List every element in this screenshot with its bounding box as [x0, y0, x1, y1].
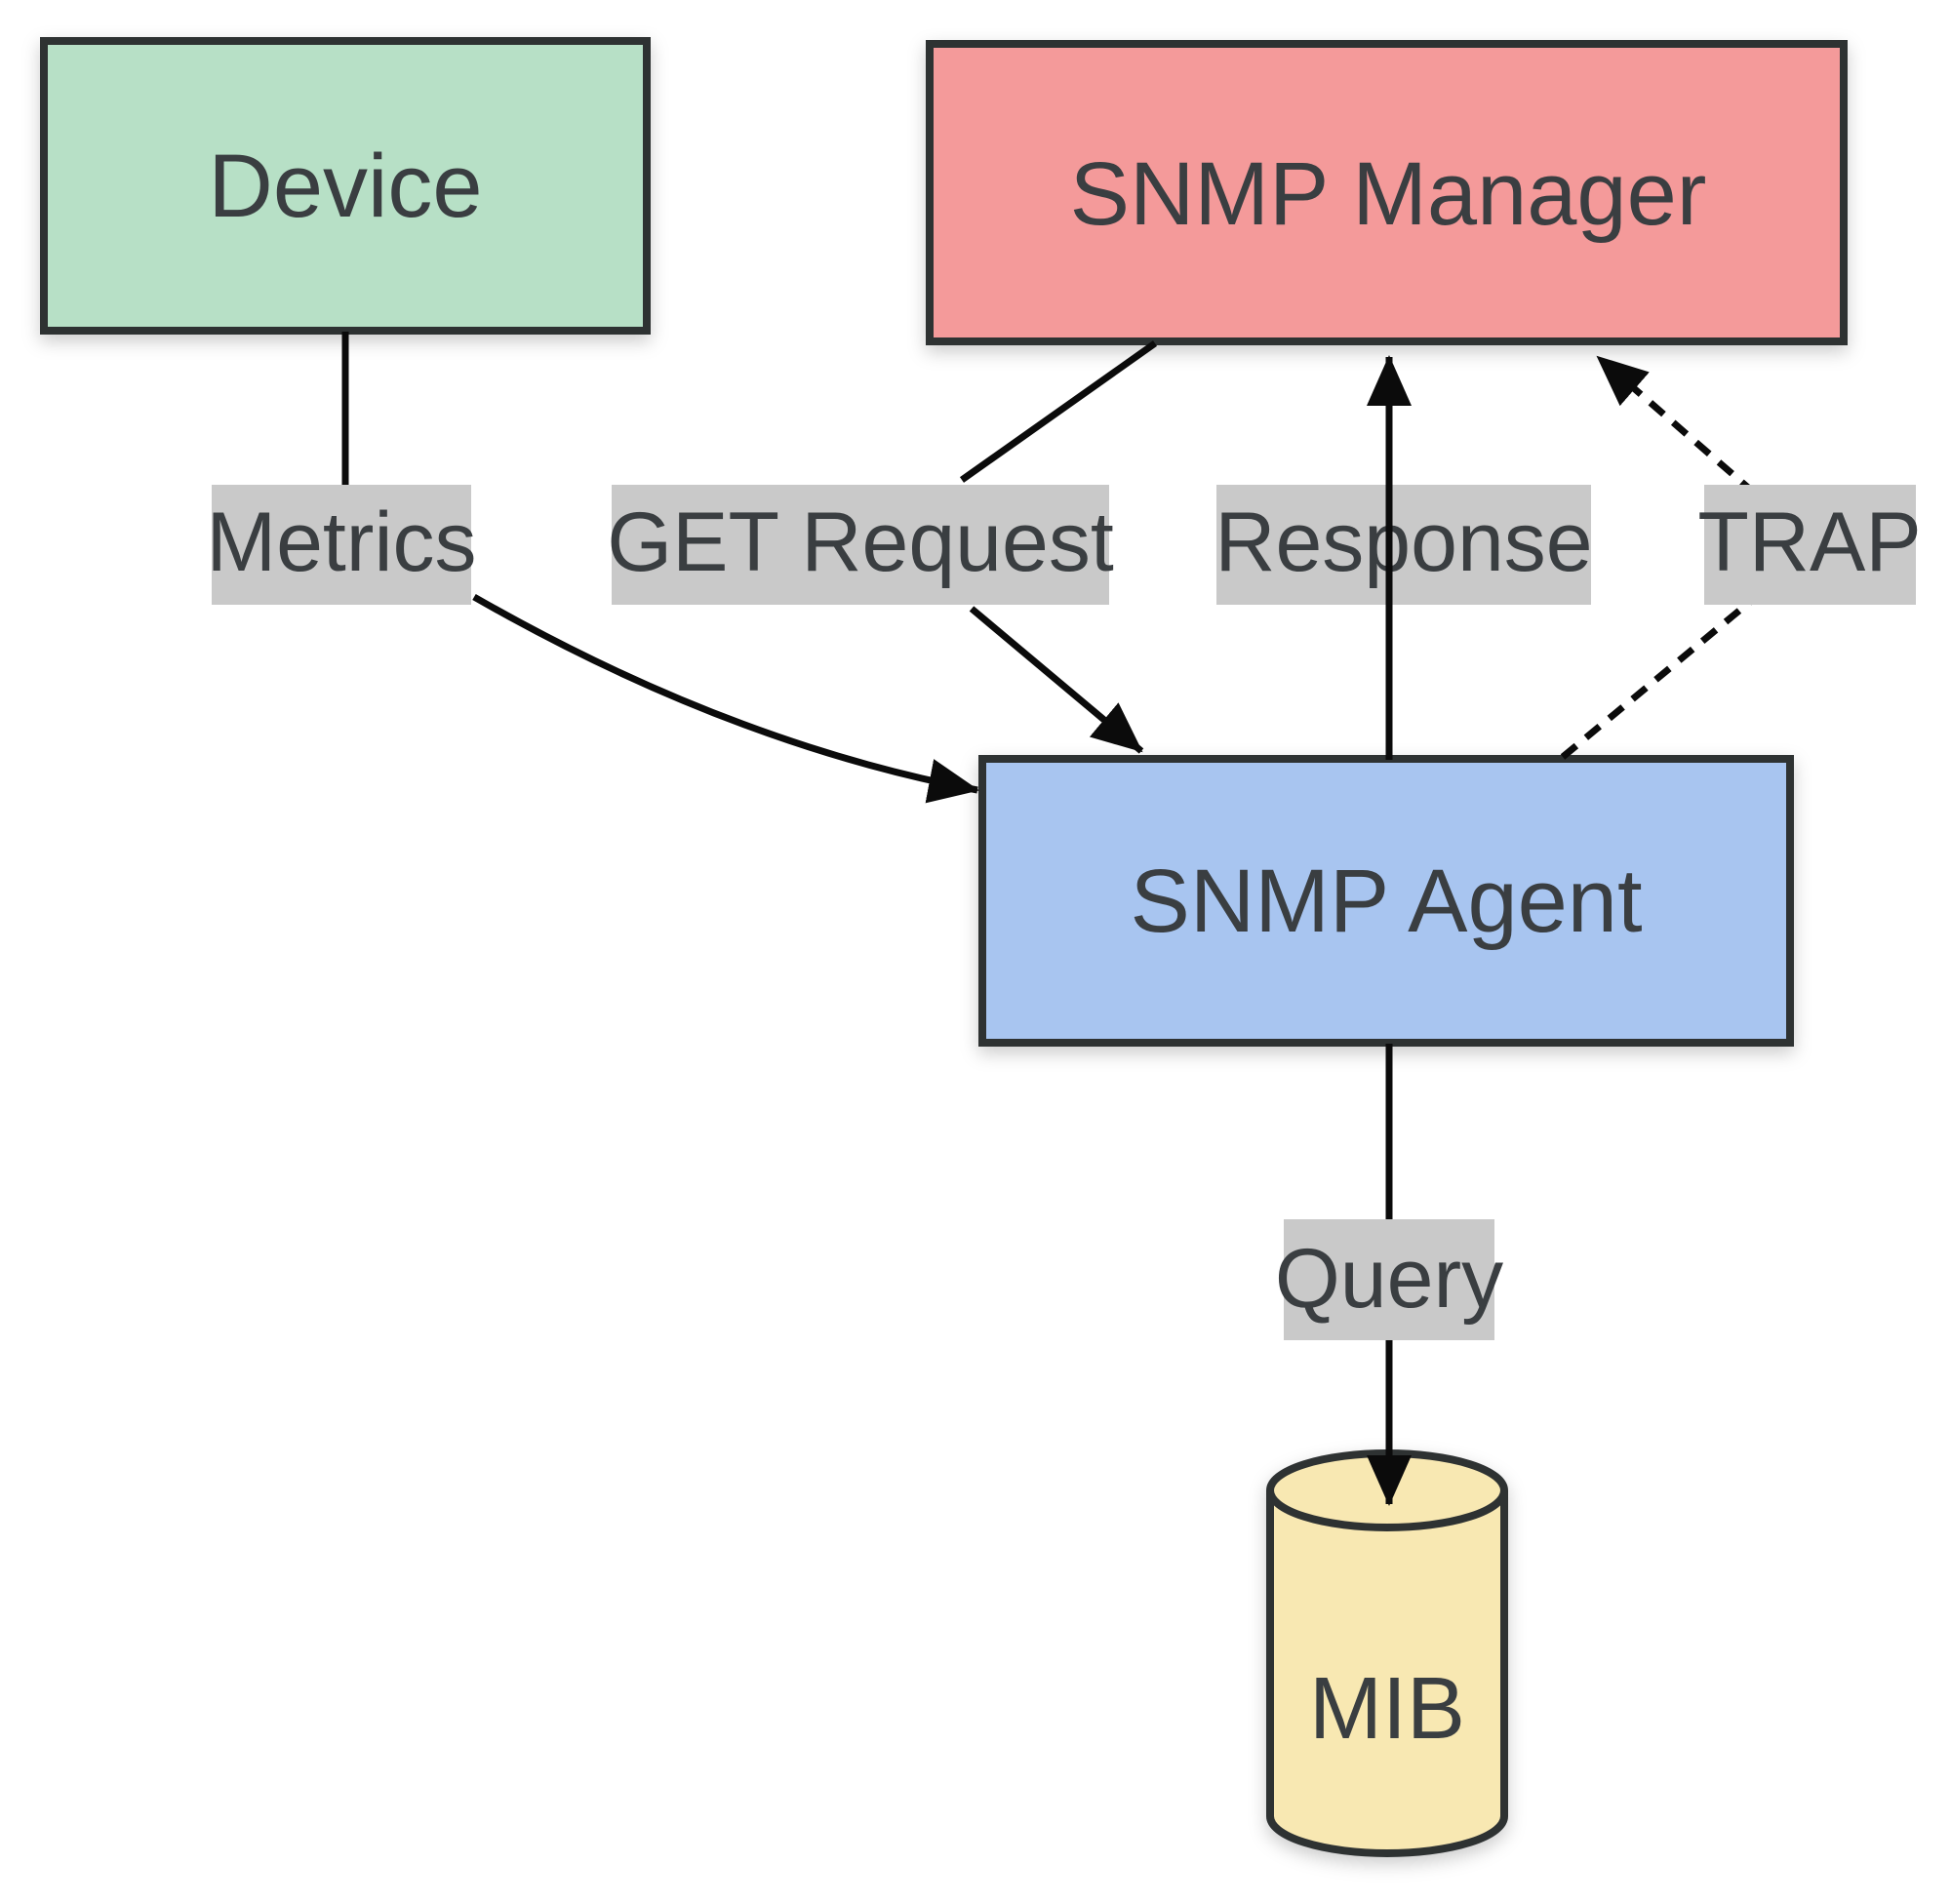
snmp-manager-node [926, 40, 1848, 345]
trap-label: TRAP [1697, 496, 1921, 589]
agent-to-trap-dashed-line [1560, 598, 1754, 760]
response-label-box [1216, 485, 1591, 605]
node-labels: Device SNMP Manager SNMP Agent MIB [208, 137, 1706, 1758]
metrics-label: Metrics [206, 496, 476, 589]
trap-to-manager-dashed-arrow [1595, 354, 1758, 496]
response-label: Response [1214, 496, 1592, 589]
get-request-label-box [612, 485, 1109, 605]
snmp-agent-node-label: SNMP Agent [1130, 852, 1642, 951]
mib-cylinder-body [1266, 1490, 1508, 1857]
device-node [40, 37, 651, 335]
get-request-to-agent-arrow [969, 606, 1144, 754]
get-request-label: GET Request [607, 496, 1114, 589]
query-label-box [1284, 1219, 1494, 1340]
query-label: Query [1275, 1232, 1503, 1326]
metrics-to-agent-arrow [472, 593, 979, 804]
mib-node-label: MIB [1309, 1660, 1465, 1758]
metrics-label-box [212, 485, 471, 605]
edge-labels: Metrics GET Request Response TRAP Query [206, 485, 1922, 1340]
device-node-label: Device [208, 137, 482, 236]
manager-to-get-request-line [959, 340, 1158, 483]
mib-cylinder [1266, 1449, 1508, 1857]
snmp-manager-node-label: SNMP Manager [1070, 144, 1707, 244]
trap-label-box [1704, 485, 1916, 605]
